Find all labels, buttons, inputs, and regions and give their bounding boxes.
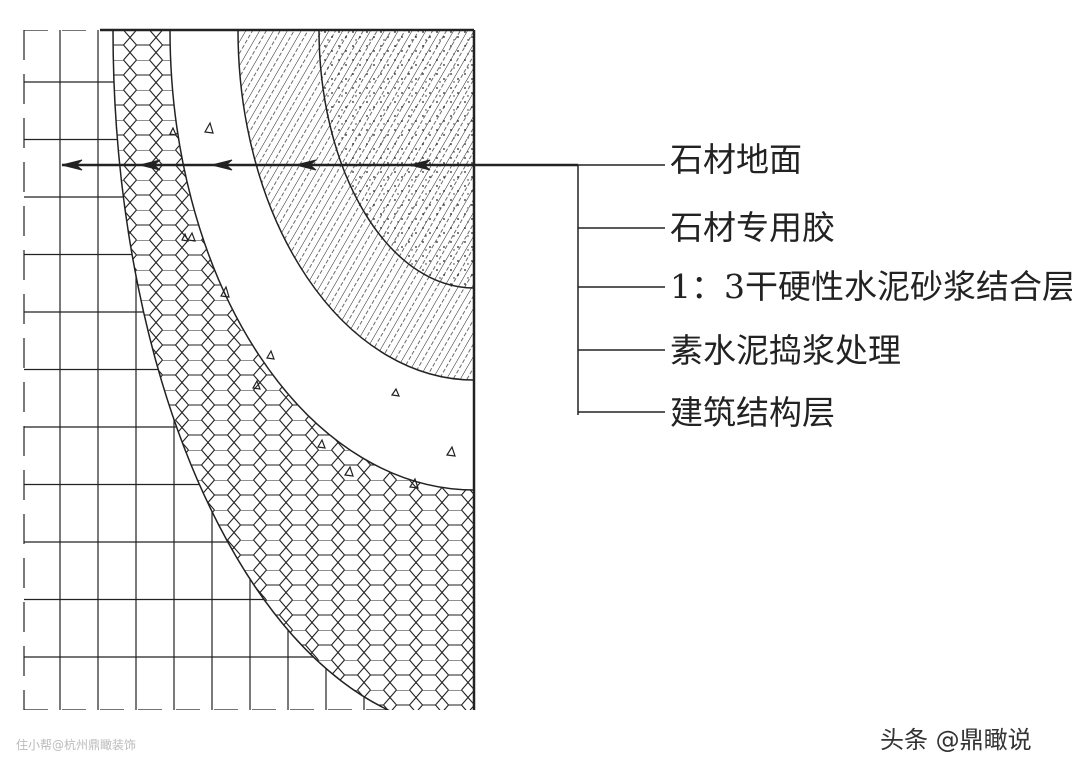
aggregate-triangles [169, 121, 456, 489]
arrowhead-icon [61, 159, 431, 171]
stone-layer [318, 30, 474, 289]
leader-lines [577, 164, 665, 415]
label-structure-layer: 建筑结构层 [670, 393, 835, 432]
watermark-right: 头条 @鼎瞰说 [880, 726, 1032, 754]
label-stone-adhesive: 石材专用胶 [670, 208, 835, 247]
label-cement-slurry: 素水泥捣浆处理 [670, 331, 901, 370]
label-stone-floor: 石材地面 [670, 140, 802, 179]
arrow-line [61, 159, 578, 171]
label-mortar-bond-layer: 1：3干硬性水泥砂浆结合层 [670, 267, 1072, 306]
watermark-left: 住小帮@杭州鼎瞰装饰 [16, 738, 137, 752]
